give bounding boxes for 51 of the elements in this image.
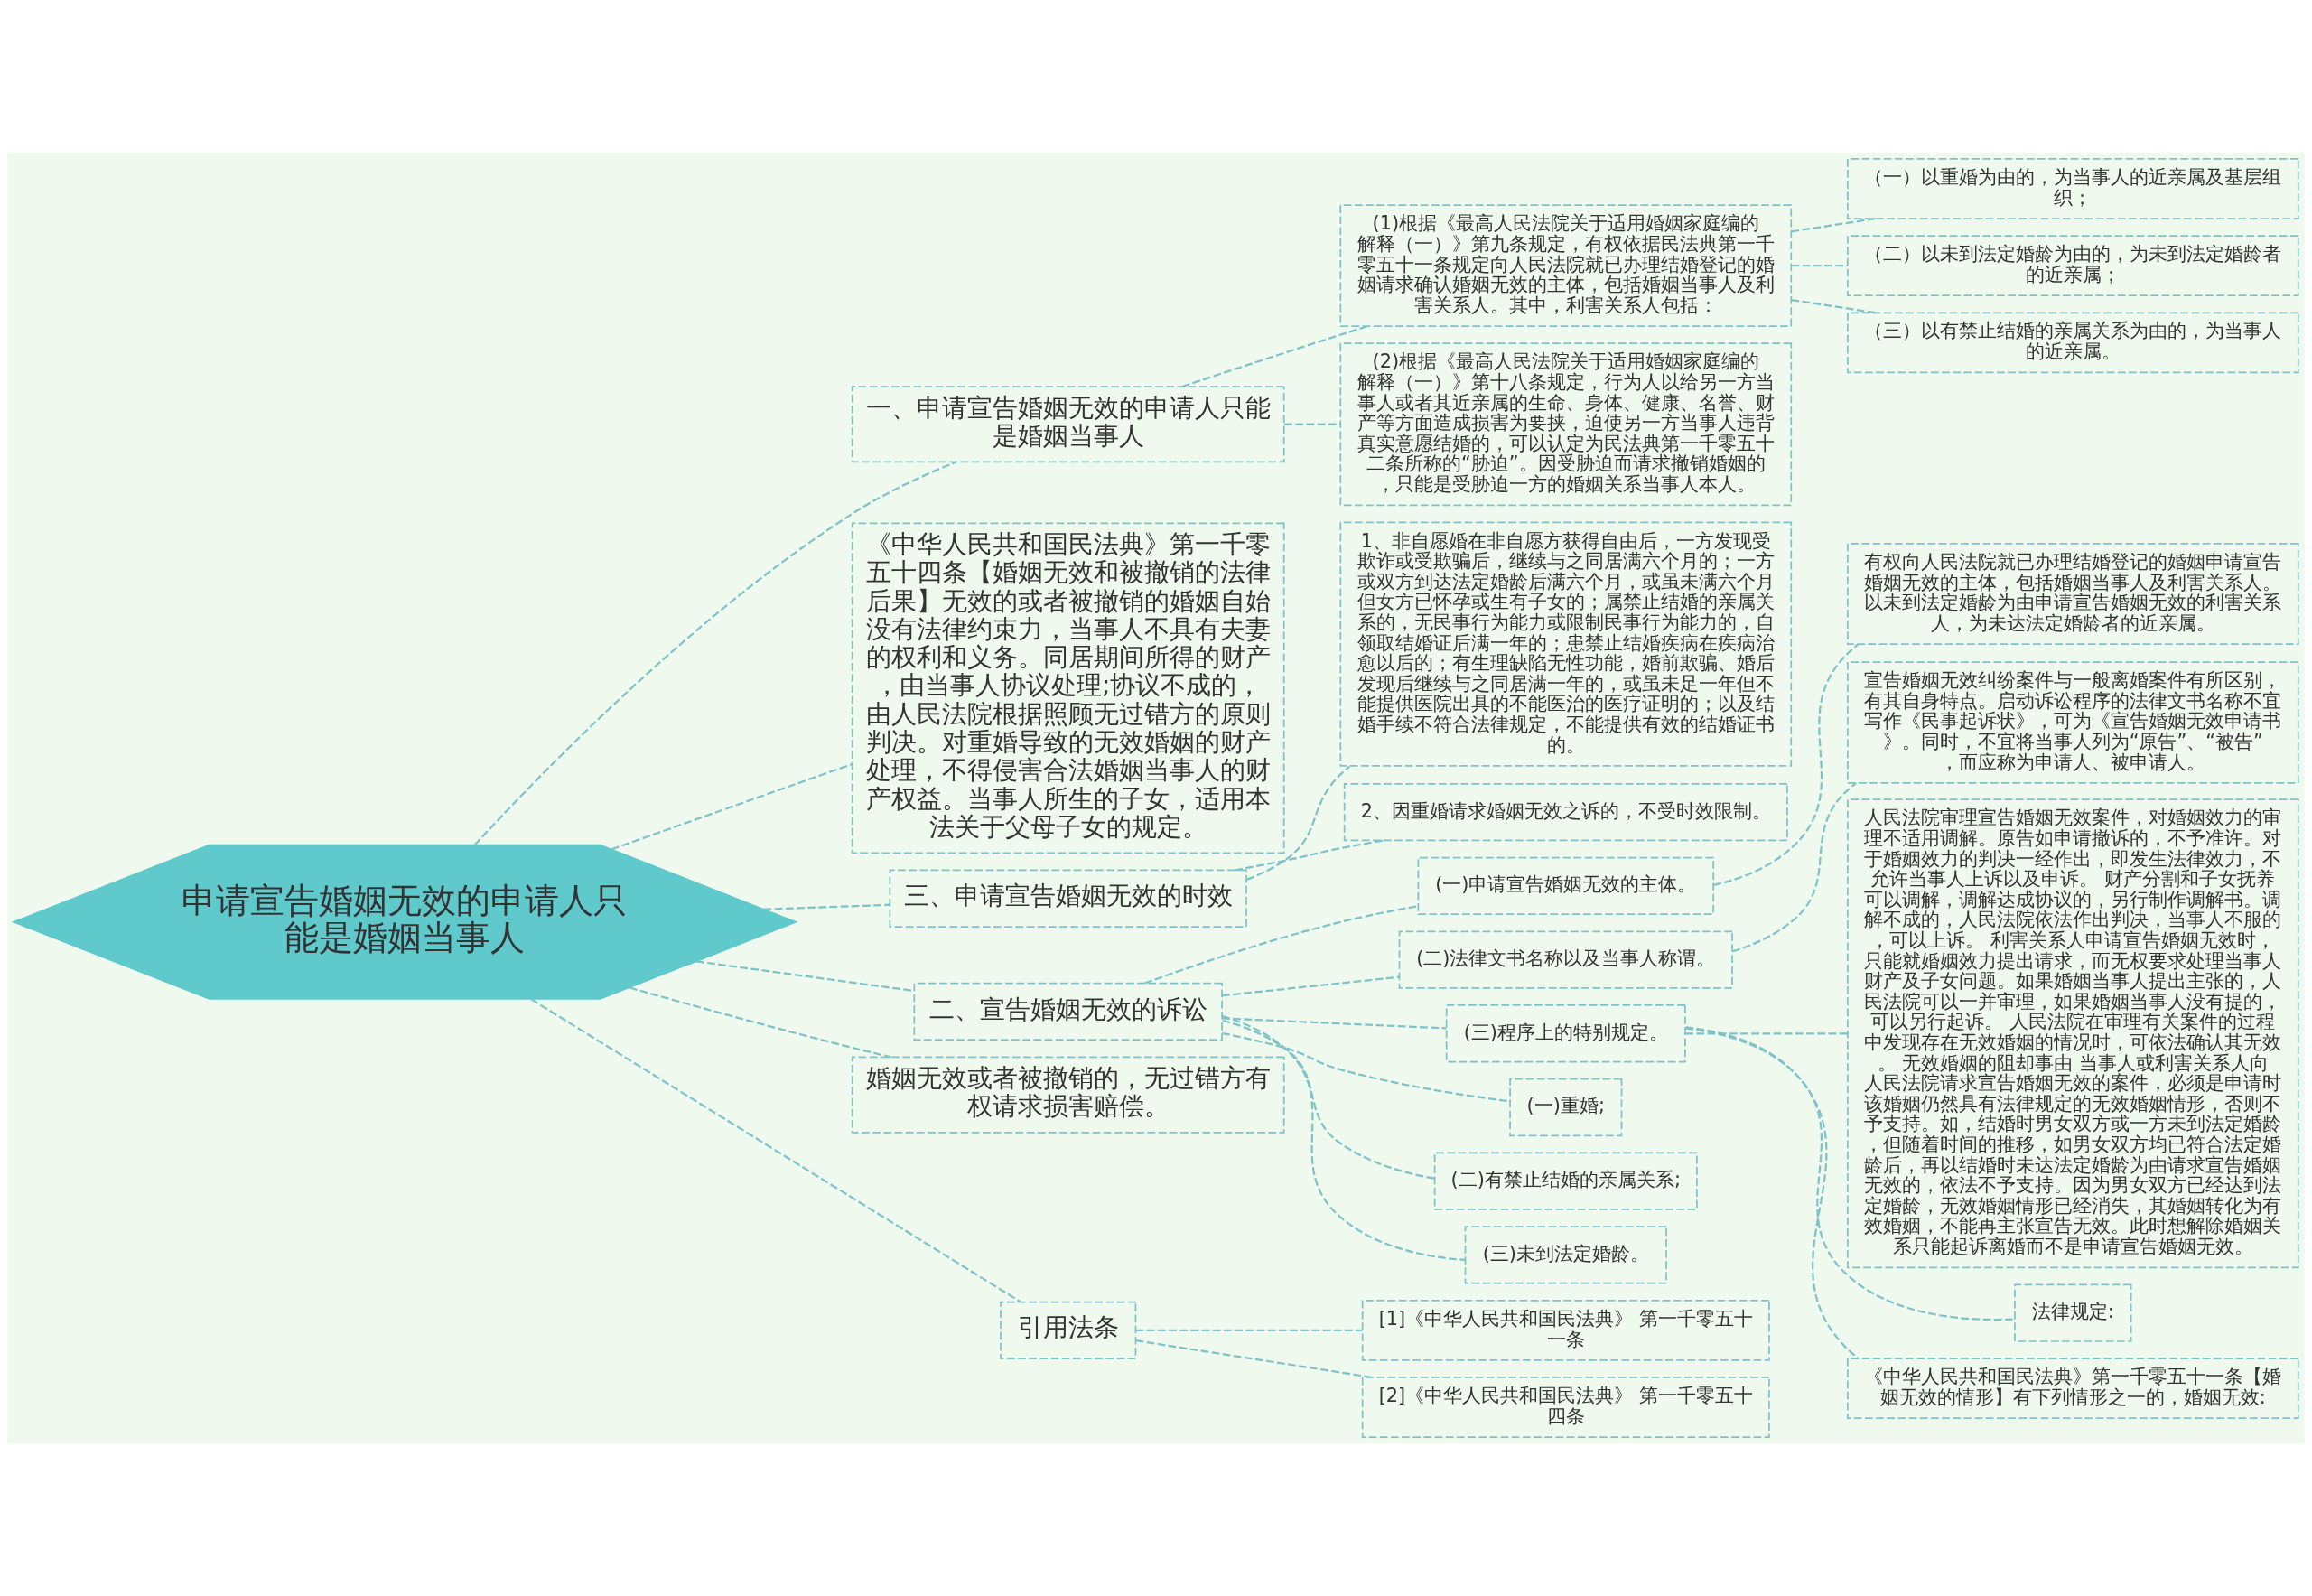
connector — [1222, 1019, 1435, 1180]
node-box: (三)未到法定婚龄。 — [1464, 1226, 1667, 1284]
connector — [1685, 1026, 1860, 1359]
connector — [1791, 265, 1848, 267]
connector — [1732, 782, 1857, 953]
node-box: 法律规定: — [2014, 1283, 2132, 1342]
node-box: (一)申请宣告婚姻无效的主体。 — [1417, 856, 1715, 915]
node-box: (二)有禁止结婚的亲属关系; — [1433, 1152, 1698, 1210]
connector — [1284, 423, 1341, 425]
connector — [1135, 1329, 1363, 1331]
connector — [763, 903, 890, 910]
connector — [473, 461, 956, 846]
connector — [1222, 1031, 1510, 1103]
node-box: 2、因重婚请求婚姻无效之诉的，不受时效限制。 — [1343, 783, 1788, 842]
connector — [611, 763, 853, 851]
node-box: [1]《中华人民共和国民法典》 第一千零五十一条 — [1361, 1299, 1770, 1361]
node-box: （二）以未到法定婚龄为由的，为未到法定婚龄者的近亲属； — [1846, 235, 2299, 297]
connector — [1235, 839, 1384, 872]
connector — [1685, 1032, 1848, 1035]
node-box: 1、非自愿婚在非自愿方获得自由后，一方发现受欺诈或受欺骗后，继续与之同居满六个月的；一方或双方到达法定婚龄后满六个月，或虽未满六个月但女方已怀孕或生有子女的；属禁止结婚的亲属关系的，无民事行为能力或限制民事行为能力的，自领取结婚证后满一年的；患禁止结婚疾病在疾病治愈以后的；有生理缺陷无性功能，婚前欺骗、婚后发现后继续与之同居满一年的，或虽未足一年但不能提供医院出具的不能医治的医疗证明的；以及结婚手续不符合法律规定，不能提供有效的结婚证书的。 — [1339, 521, 1793, 767]
node-box: 人民法院审理宣告婚姻无效案件，对婚姻效力的审理不适用调解。原告如申请撤诉的，不予准许。对于婚姻效力的判决一经作出，即发生法律效力，不允许当事人上诉以及申诉。 财产分割和子女抚养可以调解，调解达成协议的，另行制作调解书。调解不成的，人民法院依法作出判决，当事人不服的，可以上诉。 利害关系人申请宣告婚姻无效时，只能就婚姻效力提出请求，而无权要求处理当事人财产及子女问题。如果婚姻当事人提出主张的，人民法院可以一并审理，如果婚姻当事人没有提的，可以另行起诉。 人民法院在审理有关案件的过程中发现存在无效婚姻的情况时，可依法确认其无效。 无效婚姻的阻却事由 当事人或利害关系人向人民法院请求宣告婚姻无效的案件，必须是申请时该婚姻仍然具有法律规定的无效婚姻情形，否则不予支持。如，结婚时男女双方或一方未到法定婚龄，但随着时间的推移，如男女双方均已符合法定婚龄后，再以结婚时未达法定婚龄为由请求宣告婚姻无效的，依法不予支持。因为男女双方已经达到法定婚龄，无效婚姻情形已经消失，其婚姻转化为有效婚姻，不能再主张宣告无效。此时想解除婚姻关系只能起诉离婚而不是申请宣告婚姻无效。 — [1846, 798, 2299, 1269]
node-box: 宣告婚姻无效纠纷案件与一般离婚案件有所区别，有其自身特点。启动诉讼程序的法律文书名称不宜写作《民事起诉状》，可为《宣告婚姻无效申请书》。同时，不宜将当事人列为“原告”、“被告”，而应称为申请人、被申请人。 — [1846, 661, 2299, 784]
node-box: 有权向人民法院就已办理结婚登记的婚姻申请宣告婚姻无效的主体，包括婚姻当事人及利害关系人。以未到法定婚龄为由申请宣告婚姻无效的利害关系人，为未达法定婚龄者的近亲属。 — [1846, 543, 2299, 645]
node-box: (1)根据《最高人民法院关于适用婚姻家庭编的解释（一）》第九条规定，有权依据民法典第一千零五十一条规定向人民法院就已办理结婚登记的婚姻请求确认婚姻无效的主体，包括婚姻当事人及利害关系人。其中，利害关系人包括： — [1339, 204, 1793, 327]
node-box: 引用法条 — [1000, 1301, 1137, 1359]
node-box: 婚姻无效或者被撤销的，无过错方有权请求损害赔偿。 — [851, 1056, 1285, 1134]
connector — [1791, 298, 1877, 314]
node-box: (一)重婚; — [1509, 1078, 1623, 1137]
connector — [530, 998, 1021, 1302]
connector — [1135, 1339, 1373, 1379]
node-box: 《中华人民共和国民法典》第一千零五十四条【婚姻无效和被撤销的法律后果】无效的或者被撤销的婚姻自始没有法律约束力，当事人不具有夫妻的权利和义务。同居期间所得的财产，由当事人协议处理;协议不成的，由人民法院根据照顾无过错方的原则判决。对重婚导致的无效婚姻的财产处理，不得侵害合法婚姻当事人的财产权益。当事人所生的子女，适用本法关于父母子女的规定。 — [851, 522, 1285, 854]
node-box: 二、宣告婚姻无效的诉讼 — [913, 982, 1223, 1041]
node-box: （一）以重婚为由的，为当事人的近亲属及基层组织； — [1846, 158, 2299, 219]
connector — [1222, 1015, 1466, 1262]
connector — [1222, 1017, 1447, 1030]
connector — [629, 986, 891, 1059]
connector — [1685, 1027, 2015, 1321]
node-box: 一、申请宣告婚姻无效的申请人只能是婚姻当事人 — [851, 386, 1285, 463]
connector — [1246, 765, 1351, 881]
node-box: （三）以有禁止结婚的亲属关系为由的，为当事人的近亲属。 — [1846, 312, 2299, 374]
node-box: (2)根据《最高人民法院关于适用婚姻家庭编的解释（一）》第十八条规定，行为人以给另一方当事人或者其近亲属的生命、身体、健康、名誉、财产等方面造成损害为要挟，迫使另一方当事人违背真实意愿结婚的，可以认定为民法典第一千零五十二条所称的“胁迫”。因受胁迫而请求撤销婚姻的，只能是受胁迫一方的婚姻关系当事人本人。 — [1339, 342, 1793, 507]
connector — [1144, 905, 1419, 985]
node-box: (二)法律文书名称以及当事人称谓。 — [1398, 930, 1733, 989]
node-box: (三)程序上的特别规定。 — [1445, 1004, 1686, 1063]
node-box: [2]《中华人民共和国民法典》 第一千零五十四条 — [1361, 1377, 1770, 1438]
node-box: 三、申请宣告婚姻无效的时效 — [889, 869, 1247, 928]
node-box: 《中华人民共和国民法典》第一千零五十一条【婚姻无效的情形】有下列情形之一的，婚姻无效: — [1846, 1358, 2299, 1420]
connector — [1791, 217, 1877, 233]
connector — [1222, 975, 1400, 997]
connector — [1181, 325, 1368, 388]
connector — [1712, 643, 1860, 887]
